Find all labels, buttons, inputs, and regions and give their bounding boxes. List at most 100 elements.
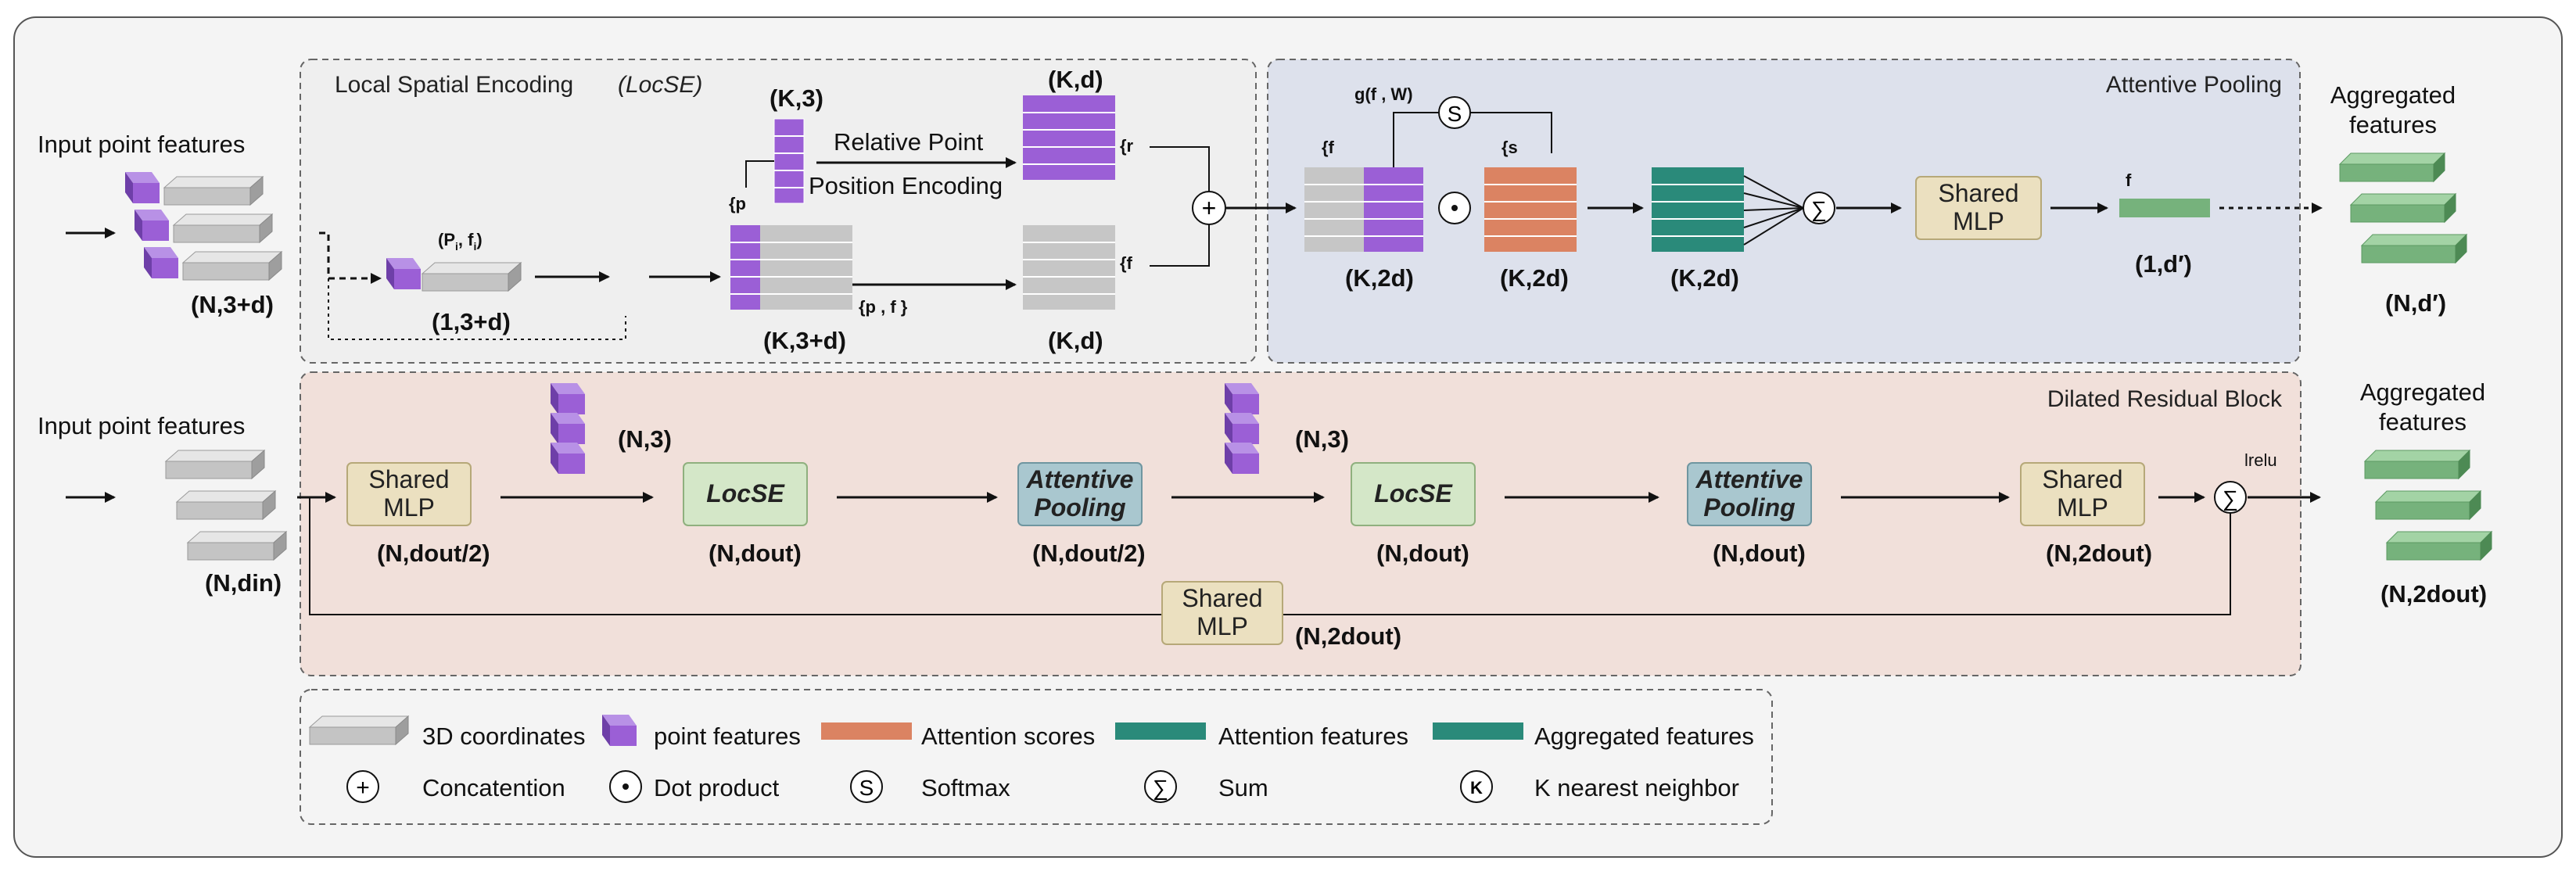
legend-sum-label: Sum	[1218, 774, 1268, 801]
locse-title-abbr: (LocSE)	[618, 72, 702, 98]
attentive-block-2-label-2: Pooling	[1703, 493, 1795, 522]
legend-sum-icon-symbol: ∑	[1153, 776, 1168, 800]
dim-5: (N,dout)	[1713, 540, 1806, 567]
residual-sum-icon	[2214, 481, 2247, 514]
attention-features-stack	[1652, 167, 1744, 252]
s-label: {s	[1501, 138, 1518, 157]
legend-dot-icon-dot	[622, 783, 629, 790]
locse-block-2-label: LocSE	[1374, 479, 1453, 507]
legend-aggregated-features-swatch	[1433, 722, 1523, 740]
dashed-selection-arrow	[319, 231, 382, 284]
dim-k2d-2: (K,2d)	[1500, 264, 1569, 292]
g-label: g(f , W)	[1354, 84, 1413, 104]
dilated-residual-title: Dilated Residual Block	[2047, 386, 2283, 412]
skip-mlp-label-1: Shared	[1182, 584, 1262, 612]
attentive-block-2[interactable]	[1687, 462, 1812, 526]
dim-k3: (K,3)	[770, 84, 823, 112]
dim-kd-top: (K,d)	[1048, 66, 1103, 93]
sum-icon-symbol: ∑	[1811, 197, 1827, 221]
locse-block-1[interactable]	[683, 462, 808, 526]
residual-sum-icon-symbol: ∑	[2223, 486, 2238, 511]
shared-mlp-2	[2020, 462, 2145, 526]
pf-label: (Pi, fi)	[438, 230, 483, 253]
legend-knn-icon	[1460, 770, 1493, 803]
bottom-agg-dim: (N,2dout)	[2380, 580, 2487, 608]
dim-6: (N,2dout)	[2046, 540, 2152, 567]
dim-k2d-3: (K,2d)	[1670, 264, 1739, 292]
attentive-pooling-panel	[1267, 59, 2301, 364]
skip-path-right	[1283, 510, 2231, 615]
legend-point-features-label: point features	[654, 722, 801, 750]
n3-stack-1	[551, 383, 585, 474]
legend-dot-label: Dot product	[654, 774, 780, 801]
bottom-input-label: Input point features	[38, 412, 245, 439]
legend-knn-icon-symbol: K	[1470, 778, 1483, 798]
top-agg-label-2: features	[2349, 111, 2437, 138]
skip-path-left	[309, 497, 1162, 615]
shared-mlp-1	[346, 462, 472, 526]
n3-label-2: (N,3)	[1295, 425, 1349, 453]
fi-bar	[2119, 199, 2210, 217]
shared-mlp-1-label-2: MLP	[383, 493, 435, 522]
legend-concat-icon	[346, 770, 379, 803]
shared-mlp-top-label-2: MLP	[1953, 207, 2004, 235]
dim-k2d-1: (K,2d)	[1345, 264, 1414, 292]
concat-bottom-line	[1150, 224, 1210, 267]
dim-kd-bottom: (K,d)	[1048, 327, 1103, 354]
fk-label-attn: {f	[1322, 138, 1335, 157]
top-input-dim: (N,3+d)	[191, 291, 274, 318]
attentive-block-1[interactable]	[1017, 462, 1143, 526]
dot-product-dot	[1451, 205, 1458, 211]
legend-softmax-icon	[850, 770, 883, 803]
legend-coords-swatch	[309, 715, 409, 745]
k3d-stack	[730, 225, 852, 310]
concat-icon-symbol: +	[1202, 194, 1217, 222]
dashed-bracket	[328, 278, 626, 340]
shared-mlp-2-label-2: MLP	[2057, 493, 2108, 522]
attention-scores-stack	[1484, 167, 1577, 252]
legend-attention-features-swatch	[1115, 722, 1206, 740]
kd-gray-stack	[1023, 225, 1115, 310]
dim-1: (N,dout/2)	[377, 540, 490, 567]
legend-softmax-icon-symbol: S	[859, 776, 874, 800]
dim-4: (N,dout)	[1376, 540, 1469, 567]
skip-shared-mlp	[1161, 581, 1283, 645]
attentive-block-1-label-2: Pooling	[1034, 493, 1125, 522]
pk-label: {p	[729, 194, 746, 213]
kd-purple-stack	[1023, 95, 1115, 180]
locse-block-2[interactable]	[1351, 462, 1476, 526]
legend-attention-scores-swatch	[821, 722, 912, 740]
dim-1dp: (1,d′)	[2135, 250, 2192, 278]
pos-enc-label: Position Encoding	[809, 172, 1003, 199]
legend-knn-label: K nearest neighbor	[1534, 774, 1739, 801]
dilated-residual-panel	[300, 371, 2302, 676]
rk-label: {r	[1120, 136, 1134, 156]
attentive-block-1-label-1: Attentive	[1026, 465, 1134, 493]
top-input-point-stack	[125, 172, 282, 281]
legend-concat-icon-symbol: +	[356, 775, 370, 801]
legend-attention-features-label: Attention features	[1218, 722, 1408, 750]
n3-label-1: (N,3)	[618, 425, 672, 453]
locse-panel	[300, 59, 1257, 364]
k3-purple-column	[773, 118, 805, 204]
shared-mlp-top-label-1: Shared	[1938, 179, 2018, 207]
fk-label-locse: {f	[1120, 253, 1133, 273]
fk-concat-stack	[1304, 167, 1423, 252]
pkfk-label: {p , f }	[859, 297, 908, 317]
locse-title: Local Spatial Encoding	[335, 72, 573, 98]
concat-top-line	[1150, 146, 1210, 191]
bottom-agg-label-1: Aggregated	[2360, 378, 2485, 406]
legend-sum-icon	[1144, 770, 1177, 803]
skip-mlp-label-2: MLP	[1197, 612, 1248, 640]
score-line-b	[1470, 112, 1552, 153]
pk-bracket	[745, 160, 774, 188]
dim-k3d: (K,3+d)	[763, 327, 846, 354]
single-point	[386, 258, 522, 292]
legend-coords-label: 3D coordinates	[422, 722, 586, 750]
score-line-a	[1393, 112, 1439, 167]
shared-mlp-2-label-1: Shared	[2042, 465, 2122, 493]
legend-concat-label: Concatention	[422, 774, 565, 801]
legend-aggregated-features-label: Aggregated features	[1534, 722, 1754, 750]
